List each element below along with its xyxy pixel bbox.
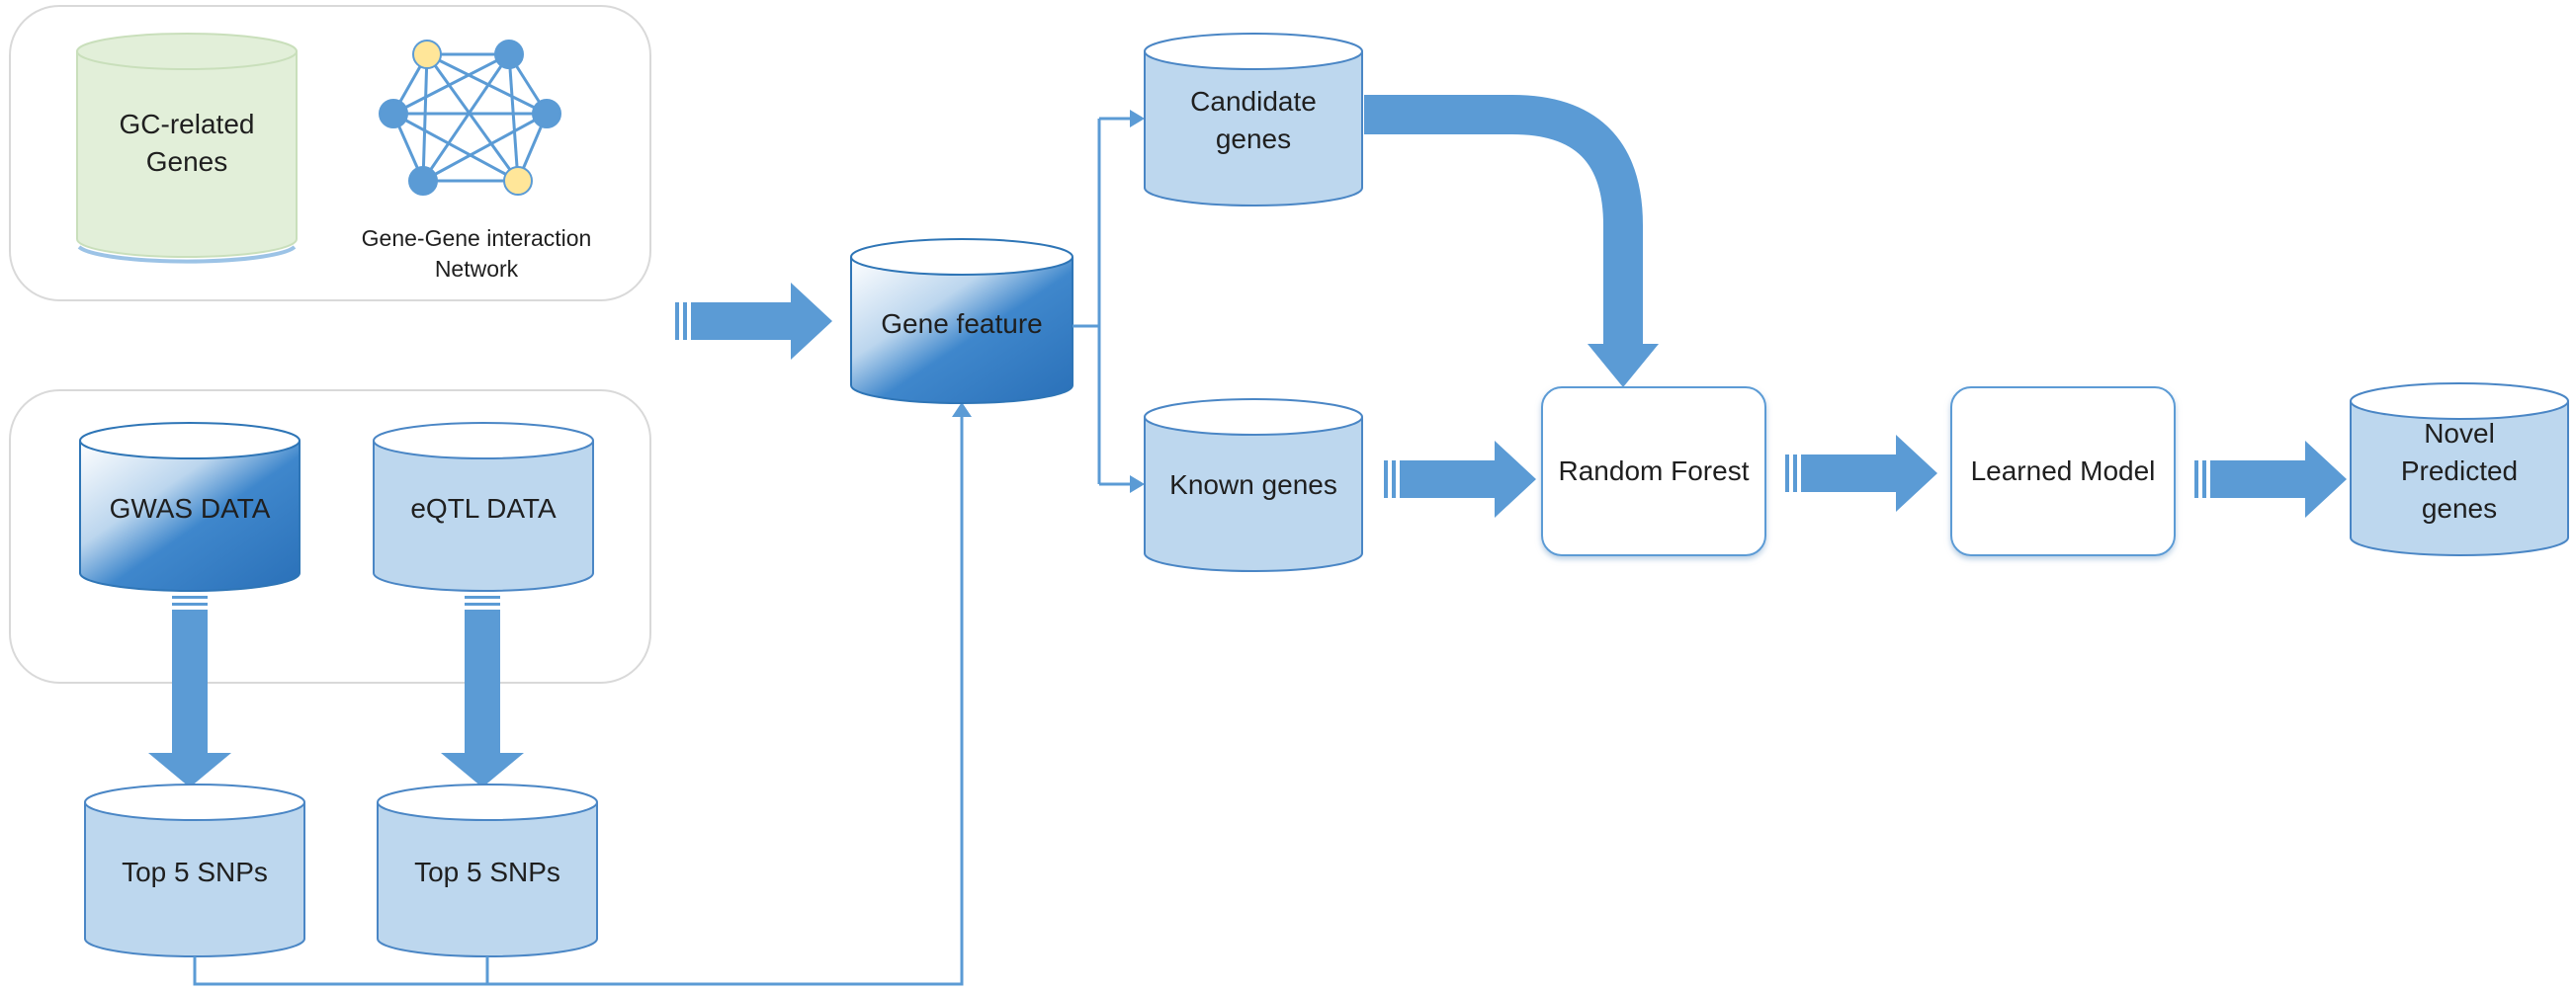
split-connector xyxy=(1073,117,1132,486)
gene-feature-db: Gene feature xyxy=(850,238,1073,404)
candidate-genes-label-2: genes xyxy=(1216,124,1291,154)
random-forest-label: Random Forest xyxy=(1559,455,1750,486)
arrow-rf-to-model xyxy=(1785,435,1937,512)
network-label-1: Gene-Gene interaction xyxy=(362,225,592,251)
arrow-known-to-rf xyxy=(1384,441,1536,518)
candidate-genes-label-1: Candidate xyxy=(1190,86,1317,117)
novel-predicted-genes-db: Novel Predicted genes xyxy=(2350,382,2569,556)
gene-feature-label: Gene feature xyxy=(881,308,1042,339)
learned-model-label: Learned Model xyxy=(1971,455,2156,486)
connector-arrowhead-up xyxy=(952,402,972,417)
network-label-2: Network xyxy=(435,256,519,282)
learned-model-box: Learned Model xyxy=(1950,386,2176,556)
top5-snps-gwas-db: Top 5 SNPs xyxy=(84,784,305,957)
gc-related-genes-label-1: GC-related xyxy=(120,109,255,139)
gc-related-genes-db: GC-related Genes xyxy=(76,33,298,264)
arrow-eqtl-to-snps xyxy=(441,596,524,787)
eqtl-data-label: eQTL DATA xyxy=(410,493,557,524)
candidate-genes-db: Candidate genes xyxy=(1144,33,1363,206)
random-forest-box: Random Forest xyxy=(1541,386,1766,556)
gwas-data-label: GWAS DATA xyxy=(110,493,271,524)
known-genes-db: Known genes xyxy=(1144,398,1363,572)
arrowhead-known xyxy=(1130,475,1145,493)
known-genes-label: Known genes xyxy=(1169,469,1337,500)
top5-snps-gwas-label: Top 5 SNPs xyxy=(122,857,268,887)
gwas-data-db: GWAS DATA xyxy=(79,422,301,592)
top5-snps-eqtl-db: Top 5 SNPs xyxy=(377,784,598,957)
arrowhead-candidate xyxy=(1130,110,1145,127)
arrow-model-to-novel xyxy=(2194,441,2347,518)
arrow-inputs-to-gene-feature xyxy=(675,283,832,360)
arrow-candidate-to-rf xyxy=(1364,95,1659,387)
novel-label-2: Predicted xyxy=(2401,455,2518,486)
top5-snps-eqtl-label: Top 5 SNPs xyxy=(414,857,560,887)
eqtl-data-db: eQTL DATA xyxy=(373,422,594,592)
novel-label-1: Novel xyxy=(2424,418,2495,449)
novel-label-3: genes xyxy=(2422,493,2497,524)
gc-related-genes-label-2: Genes xyxy=(146,146,228,177)
connector-snps-to-gene-feature xyxy=(193,415,964,986)
gene-network-icon: Gene-Gene interaction Network xyxy=(362,40,592,282)
arrow-gwas-to-snps xyxy=(148,596,231,787)
